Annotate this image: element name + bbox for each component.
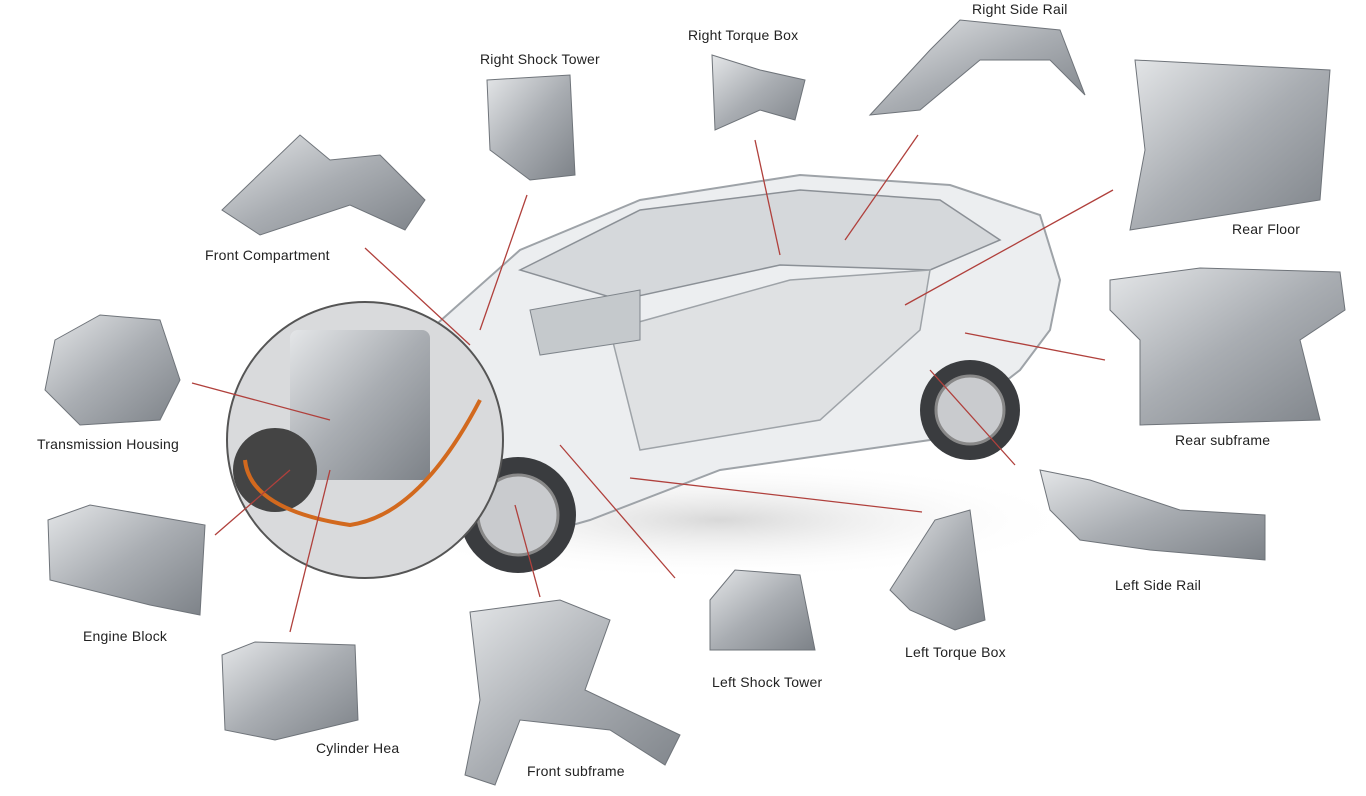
label-front-compartment: Front Compartment (205, 247, 330, 263)
right-side-rail-part (868, 19, 1086, 116)
left-torque-box-part (889, 509, 986, 631)
front-subframe-part (464, 599, 681, 786)
label-cylinder-head: Cylinder Hea (316, 740, 400, 756)
rear-subframe-part (1109, 267, 1346, 426)
right-shock-tower-part (486, 74, 576, 181)
car-body (360, 173, 1080, 580)
label-left-torque-box: Left Torque Box (905, 644, 1006, 660)
front-compartment-part (221, 134, 426, 236)
label-left-shock-tower: Left Shock Tower (712, 674, 823, 690)
right-torque-box-part (711, 54, 806, 131)
cylinder-head-part (221, 641, 359, 741)
label-right-side-rail: Right Side Rail (972, 1, 1068, 17)
engine-block-part (47, 504, 206, 616)
label-rear-subframe: Rear subframe (1175, 432, 1271, 448)
left-side-rail-part (1039, 469, 1266, 561)
label-transmission-housing: Transmission Housing (37, 436, 179, 452)
label-rear-floor: Rear Floor (1232, 221, 1301, 237)
label-right-torque-box: Right Torque Box (688, 27, 799, 43)
label-right-shock-tower: Right Shock Tower (480, 51, 600, 67)
label-front-subframe: Front subframe (527, 763, 625, 779)
leader-lines (191, 134, 1114, 633)
label-engine-block: Engine Block (83, 628, 168, 644)
transmission-housing-part (44, 314, 181, 426)
rear-floor-part (1129, 59, 1331, 231)
left-shock-tower-part (709, 569, 816, 651)
label-left-side-rail: Left Side Rail (1115, 577, 1202, 593)
engine-inset-circle (226, 301, 504, 579)
